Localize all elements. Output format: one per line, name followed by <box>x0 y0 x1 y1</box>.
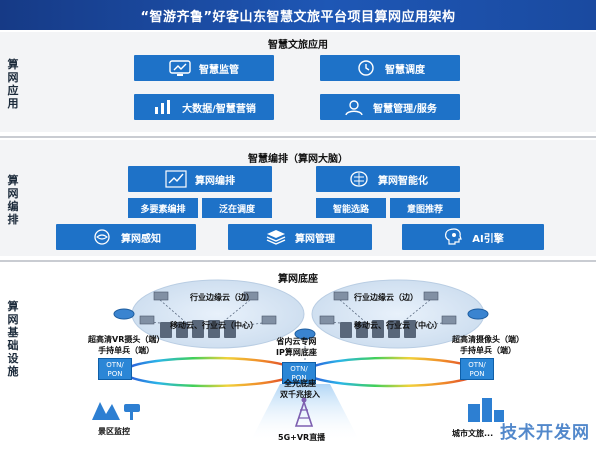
otn-pon-middle: OTN/PON <box>282 362 316 384</box>
smart-management-button[interactable]: 智慧管理/服务 <box>320 94 460 120</box>
page-title: “智游齐鲁”好客山东智慧文旅平台项目算网应用架构 <box>140 10 456 25</box>
right-endpoint-label: 超高清摄像头（端）手持单兵（端） <box>452 335 524 355</box>
bigdata-marketing-button[interactable]: 大数据/智慧营销 <box>134 94 274 120</box>
compute-management-label: 算网管理 <box>295 233 335 245</box>
bigdata-marketing-label: 大数据/智慧营销 <box>182 103 256 115</box>
chart-line-icon <box>165 170 187 188</box>
ubiquitous-dispatch-chip[interactable]: 泛在调度 <box>202 198 272 218</box>
left-endpoint-label: 超高清VR摄头（端）手持单兵（端） <box>88 335 165 355</box>
city-tourism-label: 城市文旅... <box>452 429 494 438</box>
title-bar: “智游齐鲁”好客山东智慧文旅平台项目算网应用架构 <box>0 0 596 30</box>
right-center-cloud-label: 移动云、行业云（中心） <box>354 321 442 330</box>
full-optical-label: 全光底座双千兆接入 <box>280 379 320 399</box>
layers-icon <box>266 230 286 245</box>
divider-1 <box>0 136 596 138</box>
section-orch-side-label: 算网 编排 <box>7 174 19 226</box>
router-icons <box>113 308 489 340</box>
otn-pon-right: OTN/PON <box>460 358 494 380</box>
multi-element-orchestration-chip[interactable]: 多要素编排 <box>128 198 198 218</box>
section-app <box>0 32 596 132</box>
section-app-side-label: 算网 应用 <box>7 58 19 110</box>
right-server-racks <box>340 320 416 338</box>
ai-engine-button[interactable]: AI引擎 <box>402 224 544 250</box>
section-base-title: 算网底座 <box>278 274 318 285</box>
intent-recommend-chip[interactable]: 意图推荐 <box>390 198 460 218</box>
left-server-racks <box>160 320 236 338</box>
city-building-icon <box>468 398 504 422</box>
brain-icon <box>350 171 368 187</box>
schedule-icon <box>358 60 374 76</box>
ai-head-icon <box>445 228 463 245</box>
live-broadcast-label: 5G+VR直播 <box>278 433 326 442</box>
compute-orchestration-button[interactable]: 算网编排 <box>128 166 272 192</box>
compute-sensing-button[interactable]: 算网感知 <box>56 224 196 250</box>
watermark: 技术开发网 <box>500 423 590 443</box>
left-edge-cloud-label: 行业边缘云（边） <box>190 293 254 302</box>
right-edge-cloud-label: 行业边缘云（边） <box>354 293 418 302</box>
smart-dispatch-button[interactable]: 智慧调度 <box>320 55 460 81</box>
scenic-monitor-icon <box>92 402 140 420</box>
smart-supervision-label: 智慧监管 <box>199 64 239 76</box>
monitor-icon <box>169 60 191 76</box>
broadcast-tower-icon <box>294 397 314 427</box>
section-orch-title: 智慧编排（算网大脑） <box>248 154 348 165</box>
access-beam <box>250 384 360 442</box>
ai-engine-label: AI引擎 <box>472 233 504 245</box>
compute-intelligence-label: 算网智能化 <box>378 175 428 187</box>
left-edge-servers <box>139 291 277 325</box>
smart-supervision-button[interactable]: 智慧监管 <box>134 55 274 81</box>
service-icon <box>345 100 363 116</box>
smart-management-label: 智慧管理/服务 <box>373 103 437 115</box>
smart-dispatch-label: 智慧调度 <box>385 64 425 76</box>
sensing-icon <box>94 229 110 245</box>
network-diagram <box>92 279 504 442</box>
left-center-cloud-label: 移动云、行业云（中心） <box>170 321 258 330</box>
compute-management-button[interactable]: 算网管理 <box>228 224 372 250</box>
smart-routing-chip[interactable]: 智能选路 <box>316 198 386 218</box>
scenic-monitor-label: 景区监控 <box>98 427 130 436</box>
otn-pon-left: OTN/PON <box>98 358 132 380</box>
section-app-title: 智慧文旅应用 <box>268 40 328 51</box>
divider-2 <box>0 260 596 262</box>
compute-orchestration-label: 算网编排 <box>195 175 235 187</box>
compute-intelligence-button[interactable]: 算网智能化 <box>316 166 460 192</box>
right-edge-servers <box>319 291 457 325</box>
compute-sensing-label: 算网感知 <box>121 233 161 245</box>
bigdata-icon <box>155 100 171 114</box>
section-base-side-label: 算网 基础 设施 <box>7 300 19 378</box>
